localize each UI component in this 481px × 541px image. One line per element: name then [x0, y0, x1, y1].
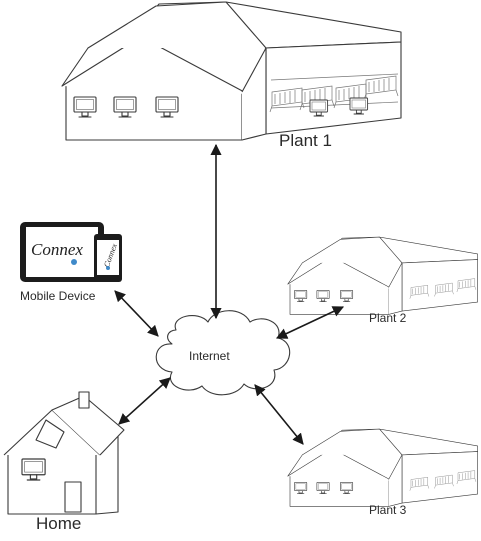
connection-internet-plant3 [254, 384, 304, 445]
home-label: Home [36, 514, 82, 533]
connection-internet-plant2 [275, 306, 345, 339]
mobile-device-icon: Connex Connex [20, 222, 122, 282]
plant-3-building [287, 428, 478, 507]
mobile-device-label: Mobile Device [20, 289, 96, 303]
plant-2-label: Plant 2 [369, 311, 407, 325]
plant-3-label: Plant 3 [369, 503, 407, 517]
home-building [3, 391, 125, 515]
plant-1-building [61, 1, 402, 141]
connection-internet-home [118, 377, 171, 425]
connection-internet-mobile [114, 290, 159, 337]
plant-1-label: Plant 1 [279, 131, 332, 150]
plant-2-building [287, 236, 478, 315]
internet-label: Internet [189, 349, 230, 363]
tablet-logo-text: Connex [31, 240, 83, 259]
